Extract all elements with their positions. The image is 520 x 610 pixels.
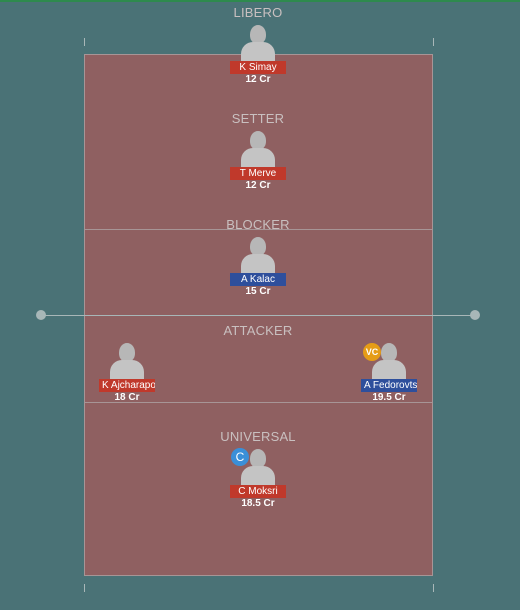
player-avatar-icon <box>108 343 146 379</box>
player-name: C Moksri <box>230 485 286 498</box>
net-post-right <box>470 310 480 320</box>
court-tick-bottom-right <box>433 584 434 592</box>
role-label-blocker: BLOCKER <box>226 217 290 232</box>
player-card-libero-1[interactable]: K Simay 12 Cr <box>228 25 288 86</box>
player-card-setter-1[interactable]: T Merve 12 Cr <box>228 131 288 192</box>
court-tick-top-left <box>84 38 85 46</box>
player-avatar-icon <box>239 131 277 167</box>
player-credits: 12 Cr <box>245 74 271 85</box>
player-avatar-icon <box>239 449 277 485</box>
player-name: T Merve <box>230 167 286 180</box>
player-avatar-icon <box>239 25 277 61</box>
player-card-attacker-1[interactable]: K Ajcharaporn 18 Cr <box>97 343 157 404</box>
top-border <box>0 0 520 2</box>
player-avatar-icon <box>370 343 408 379</box>
player-credits: 18 Cr <box>114 392 140 403</box>
net-line <box>41 315 475 316</box>
player-credits: 12 Cr <box>245 180 271 191</box>
player-card-attacker-2[interactable]: A Fedorovtseva 19.5 Cr <box>359 343 419 404</box>
court-zone-line-upper <box>85 229 432 230</box>
player-card-blocker-1[interactable]: A Kalac 15 Cr <box>228 237 288 298</box>
role-label-universal: UNIVERSAL <box>220 429 296 444</box>
court-tick-top-right <box>433 38 434 46</box>
player-name: A Fedorovtseva <box>361 379 417 392</box>
court-zone-line-lower <box>85 402 432 403</box>
player-name: K Simay <box>230 61 286 74</box>
player-name: K Ajcharaporn <box>99 379 155 392</box>
role-label-libero: LIBERO <box>233 5 283 20</box>
player-avatar-icon <box>239 237 277 273</box>
player-name: A Kalac <box>230 273 286 286</box>
player-credits: 15 Cr <box>245 286 271 297</box>
role-label-attacker: ATTACKER <box>223 323 293 338</box>
player-card-universal-1[interactable]: C Moksri 18.5 Cr <box>228 449 288 510</box>
court-tick-bottom-left <box>84 584 85 592</box>
net-post-left <box>36 310 46 320</box>
vice-captain-badge: VC <box>363 343 381 361</box>
player-credits: 19.5 Cr <box>372 392 406 403</box>
player-credits: 18.5 Cr <box>241 498 275 509</box>
captain-badge: C <box>231 448 249 466</box>
role-label-setter: SETTER <box>231 111 285 126</box>
